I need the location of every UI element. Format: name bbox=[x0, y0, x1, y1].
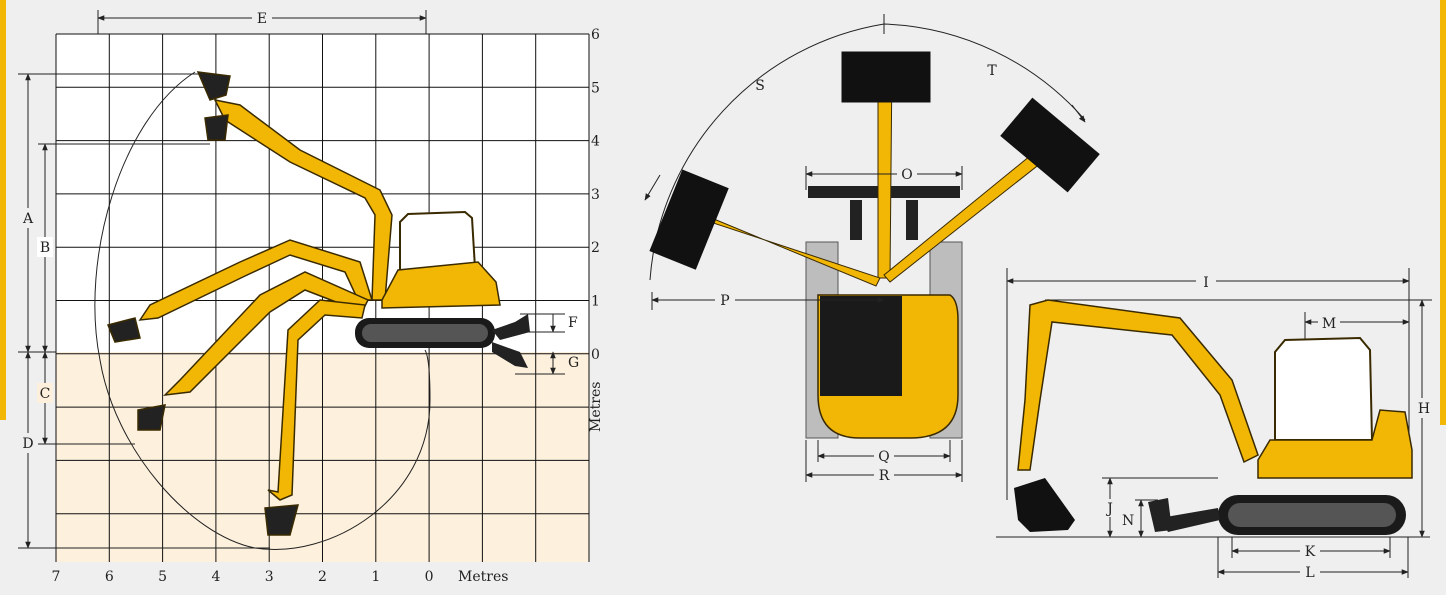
dimension-h-label: H bbox=[1418, 401, 1430, 417]
right-axis-tick-label: 3 bbox=[591, 187, 600, 203]
dimension-i-label: I bbox=[1203, 275, 1209, 291]
dimension-a-label: A bbox=[22, 211, 34, 227]
arm-position-max-height bbox=[196, 71, 393, 301]
right-axis-tick-label: 4 bbox=[591, 134, 600, 150]
dimension-p-label: P bbox=[720, 293, 729, 309]
dimension-b-label: B bbox=[40, 240, 50, 256]
dimension-g-label: G bbox=[568, 355, 579, 371]
right-axis-tick-label: 6 bbox=[591, 27, 600, 43]
right-axis-tick-label: 0 bbox=[591, 347, 600, 363]
bottom-axis-tick-label: 7 bbox=[52, 569, 61, 585]
right-axis-tick-label: 5 bbox=[591, 80, 600, 96]
right-axis-unit-label: Metres bbox=[588, 382, 604, 432]
dimension-l-label: L bbox=[1305, 565, 1314, 581]
dimension-c-label: C bbox=[40, 386, 51, 402]
bottom-axis-tick-label: 1 bbox=[371, 569, 380, 585]
slew-arrow-left bbox=[644, 174, 661, 201]
right-axis-tick-label: 1 bbox=[591, 294, 600, 310]
left-accent-bar bbox=[0, 0, 6, 420]
transport-body bbox=[1257, 409, 1413, 479]
bottom-axis-tick-label: 4 bbox=[211, 569, 220, 585]
transport-cab bbox=[1274, 336, 1374, 441]
slew-arc bbox=[649, 23, 1086, 281]
bucket-center bbox=[841, 51, 931, 103]
slew-arrow-right bbox=[1071, 104, 1086, 123]
dimension-m-label: M bbox=[1322, 316, 1336, 332]
right-axis-tick-labels: 6 5 4 3 2 1 0 bbox=[591, 27, 600, 363]
right-axis-tick-label: 2 bbox=[591, 240, 600, 256]
transport-blade bbox=[1160, 508, 1220, 532]
dimension-e-label: E bbox=[257, 11, 267, 27]
arm-position-max-depth bbox=[264, 299, 366, 536]
dimension-k-label: K bbox=[1305, 544, 1316, 560]
dimension-f-label: F bbox=[568, 315, 578, 331]
dimension-r-label: R bbox=[879, 468, 890, 484]
reach-envelope-curve bbox=[94, 71, 431, 550]
dimension-d-label: D bbox=[22, 436, 33, 452]
bottom-axis-tick-labels: 7 6 5 4 3 2 1 0 bbox=[52, 569, 434, 585]
cab-top bbox=[820, 296, 902, 396]
bottom-axis-unit-label: Metres bbox=[458, 569, 508, 585]
dimension-j-label: J bbox=[1105, 501, 1113, 517]
transport-side-view: I M H J N K bbox=[996, 268, 1432, 581]
bucket-left bbox=[649, 169, 729, 270]
working-range-chart: E A B C D F G 6 5 4 3 2 1 0 7 6 5 4 3 2 1 0 Metres Me… bbox=[18, 9, 604, 585]
bottom-axis-tick-label: 6 bbox=[105, 569, 114, 585]
right-accent-bar bbox=[1440, 0, 1446, 425]
dimension-o-label: O bbox=[901, 167, 912, 183]
bottom-axis-tick-label: 5 bbox=[158, 569, 167, 585]
dimension-q-label: Q bbox=[878, 449, 889, 465]
dimension-t-label: T bbox=[987, 63, 997, 79]
bucket-right bbox=[1000, 97, 1100, 193]
transport-bucket bbox=[1014, 478, 1075, 532]
bottom-axis-tick-label: 3 bbox=[265, 569, 274, 585]
transport-boom bbox=[1017, 299, 1259, 471]
top-view-slew-diagram: S T O P Q bbox=[644, 14, 1100, 484]
bottom-axis-tick-label: 2 bbox=[318, 569, 327, 585]
bottom-axis-tick-label: 0 bbox=[425, 569, 434, 585]
dimension-s-label: S bbox=[755, 78, 765, 94]
side-view-machine bbox=[355, 210, 530, 368]
dimension-n-label: N bbox=[1122, 513, 1134, 529]
